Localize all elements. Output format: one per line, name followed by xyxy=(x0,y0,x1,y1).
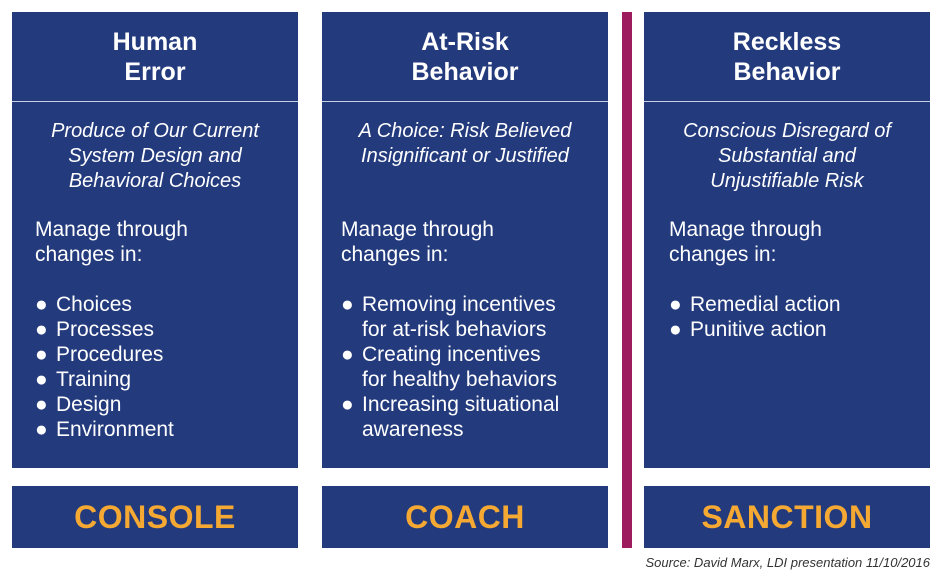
manage-intro: Manage through changes in: xyxy=(12,217,298,267)
column-definition: A Choice: Risk Believed Insignificant or… xyxy=(322,119,608,169)
definition-line: Conscious Disregard of xyxy=(683,120,891,142)
action-box-sanction: SANCTION xyxy=(644,486,930,548)
bullet-item: ● Choices xyxy=(35,292,298,317)
column-title: Human Error xyxy=(12,12,298,102)
definition-line: Insignificant or Justified xyxy=(361,145,569,167)
bullet-text-line: Increasing situational xyxy=(362,393,560,416)
divider-line xyxy=(622,12,632,548)
bullet-icon: ● xyxy=(341,293,354,316)
bullet-icon: ● xyxy=(341,343,354,366)
bullet-text-line: Environment xyxy=(56,418,174,441)
definition-line: A Choice: Risk Believed xyxy=(358,120,572,142)
column-title-line: Human xyxy=(112,27,198,56)
definition-line: Substantial and xyxy=(718,145,856,167)
manage-line: Manage through xyxy=(35,218,188,241)
bullet-text-line: Procedures xyxy=(56,343,164,366)
bullet-text-line: Choices xyxy=(56,293,132,316)
bullet-text: Punitive action xyxy=(690,317,827,342)
bullet-icon: ● xyxy=(35,318,48,341)
column-title-line: Error xyxy=(124,57,186,86)
definition-line: Behavioral Choices xyxy=(68,170,242,192)
manage-line: changes in: xyxy=(35,243,143,266)
bullet-item: ● Design xyxy=(35,392,298,417)
column-title-line: At-Risk xyxy=(421,27,509,56)
bullet-text-line: Creating incentives xyxy=(362,343,541,366)
bullet-item: ● Remedial action xyxy=(669,292,930,317)
bullet-text-line: Punitive action xyxy=(690,318,827,341)
bullet-icon: ● xyxy=(35,368,48,391)
bullet-list: ● Choices ● Processes ● Procedures ● Trainin… xyxy=(12,292,298,442)
column-reckless-behavior: Reckless Behavior Conscious Disregard of… xyxy=(644,12,930,468)
bullet-text: Training xyxy=(56,367,131,392)
bullet-text-line: for at-risk behaviors xyxy=(362,318,547,341)
column-title: Reckless Behavior xyxy=(644,12,930,102)
bullet-icon: ● xyxy=(669,293,682,316)
bullet-text: Remedial action xyxy=(690,292,841,317)
bullet-text: Choices xyxy=(56,292,132,317)
column-title-line: Behavior xyxy=(733,57,841,86)
bullet-text: Design xyxy=(56,392,121,417)
bullet-list: ● Remedial action ● Punitive action xyxy=(644,292,930,342)
bullet-text-line: awareness xyxy=(362,418,464,441)
bullet-text: Procedures xyxy=(56,342,163,367)
column-title-line: Behavior xyxy=(411,57,519,86)
column-at-risk-behavior: At-Risk Behavior A Choice: Risk Believed… xyxy=(322,12,608,468)
bullet-item: ● Procedures xyxy=(35,342,298,367)
action-box-coach: COACH xyxy=(322,486,608,548)
bullet-item: ● Punitive action xyxy=(669,317,930,342)
column-definition: Conscious Disregard of Substantial and U… xyxy=(644,119,930,194)
column-human-error: Human Error Produce of Our Current Syste… xyxy=(12,12,298,468)
bullet-icon: ● xyxy=(35,343,48,366)
source-caption: Source: David Marx, LDI presentation 11/… xyxy=(645,555,930,570)
bullet-item: ● Training xyxy=(35,367,298,392)
definition-line: Produce of Our Current xyxy=(51,120,259,142)
bullet-icon: ● xyxy=(35,418,48,441)
bullet-text-line: for healthy behaviors xyxy=(362,368,557,391)
manage-line: changes in: xyxy=(669,243,777,266)
bullet-text-line: Processes xyxy=(56,318,155,341)
bullet-icon: ● xyxy=(669,318,682,341)
bullet-text-line: Design xyxy=(56,393,122,416)
action-label: COACH xyxy=(405,498,525,535)
bullet-icon: ● xyxy=(35,293,48,316)
action-label: CONSOLE xyxy=(74,498,236,535)
manage-intro: Manage through changes in: xyxy=(322,217,608,267)
manage-line: changes in: xyxy=(341,243,449,266)
bullet-text-line: Training xyxy=(56,368,132,391)
bullet-text-line: Removing incentives xyxy=(362,293,556,316)
action-label: SANCTION xyxy=(701,498,873,535)
bullet-item: ● Environment xyxy=(35,417,298,442)
definition-line: Unjustifiable Risk xyxy=(710,170,864,192)
bullet-text-line: Remedial action xyxy=(690,293,841,316)
bullet-icon: ● xyxy=(341,393,354,416)
action-box-console: CONSOLE xyxy=(12,486,298,548)
manage-line: Manage through xyxy=(669,218,822,241)
bullet-text: Processes xyxy=(56,317,154,342)
bullet-item: ● Processes xyxy=(35,317,298,342)
bullet-icon: ● xyxy=(35,393,48,416)
bullet-text: Environment xyxy=(56,417,174,442)
column-title-line: Reckless xyxy=(732,27,842,56)
manage-intro: Manage through changes in: xyxy=(644,217,930,267)
column-definition: Produce of Our Current System Design and… xyxy=(12,119,298,194)
definition-line: System Design and xyxy=(68,145,242,167)
column-title: At-Risk Behavior xyxy=(322,12,608,102)
manage-line: Manage through xyxy=(341,218,494,241)
